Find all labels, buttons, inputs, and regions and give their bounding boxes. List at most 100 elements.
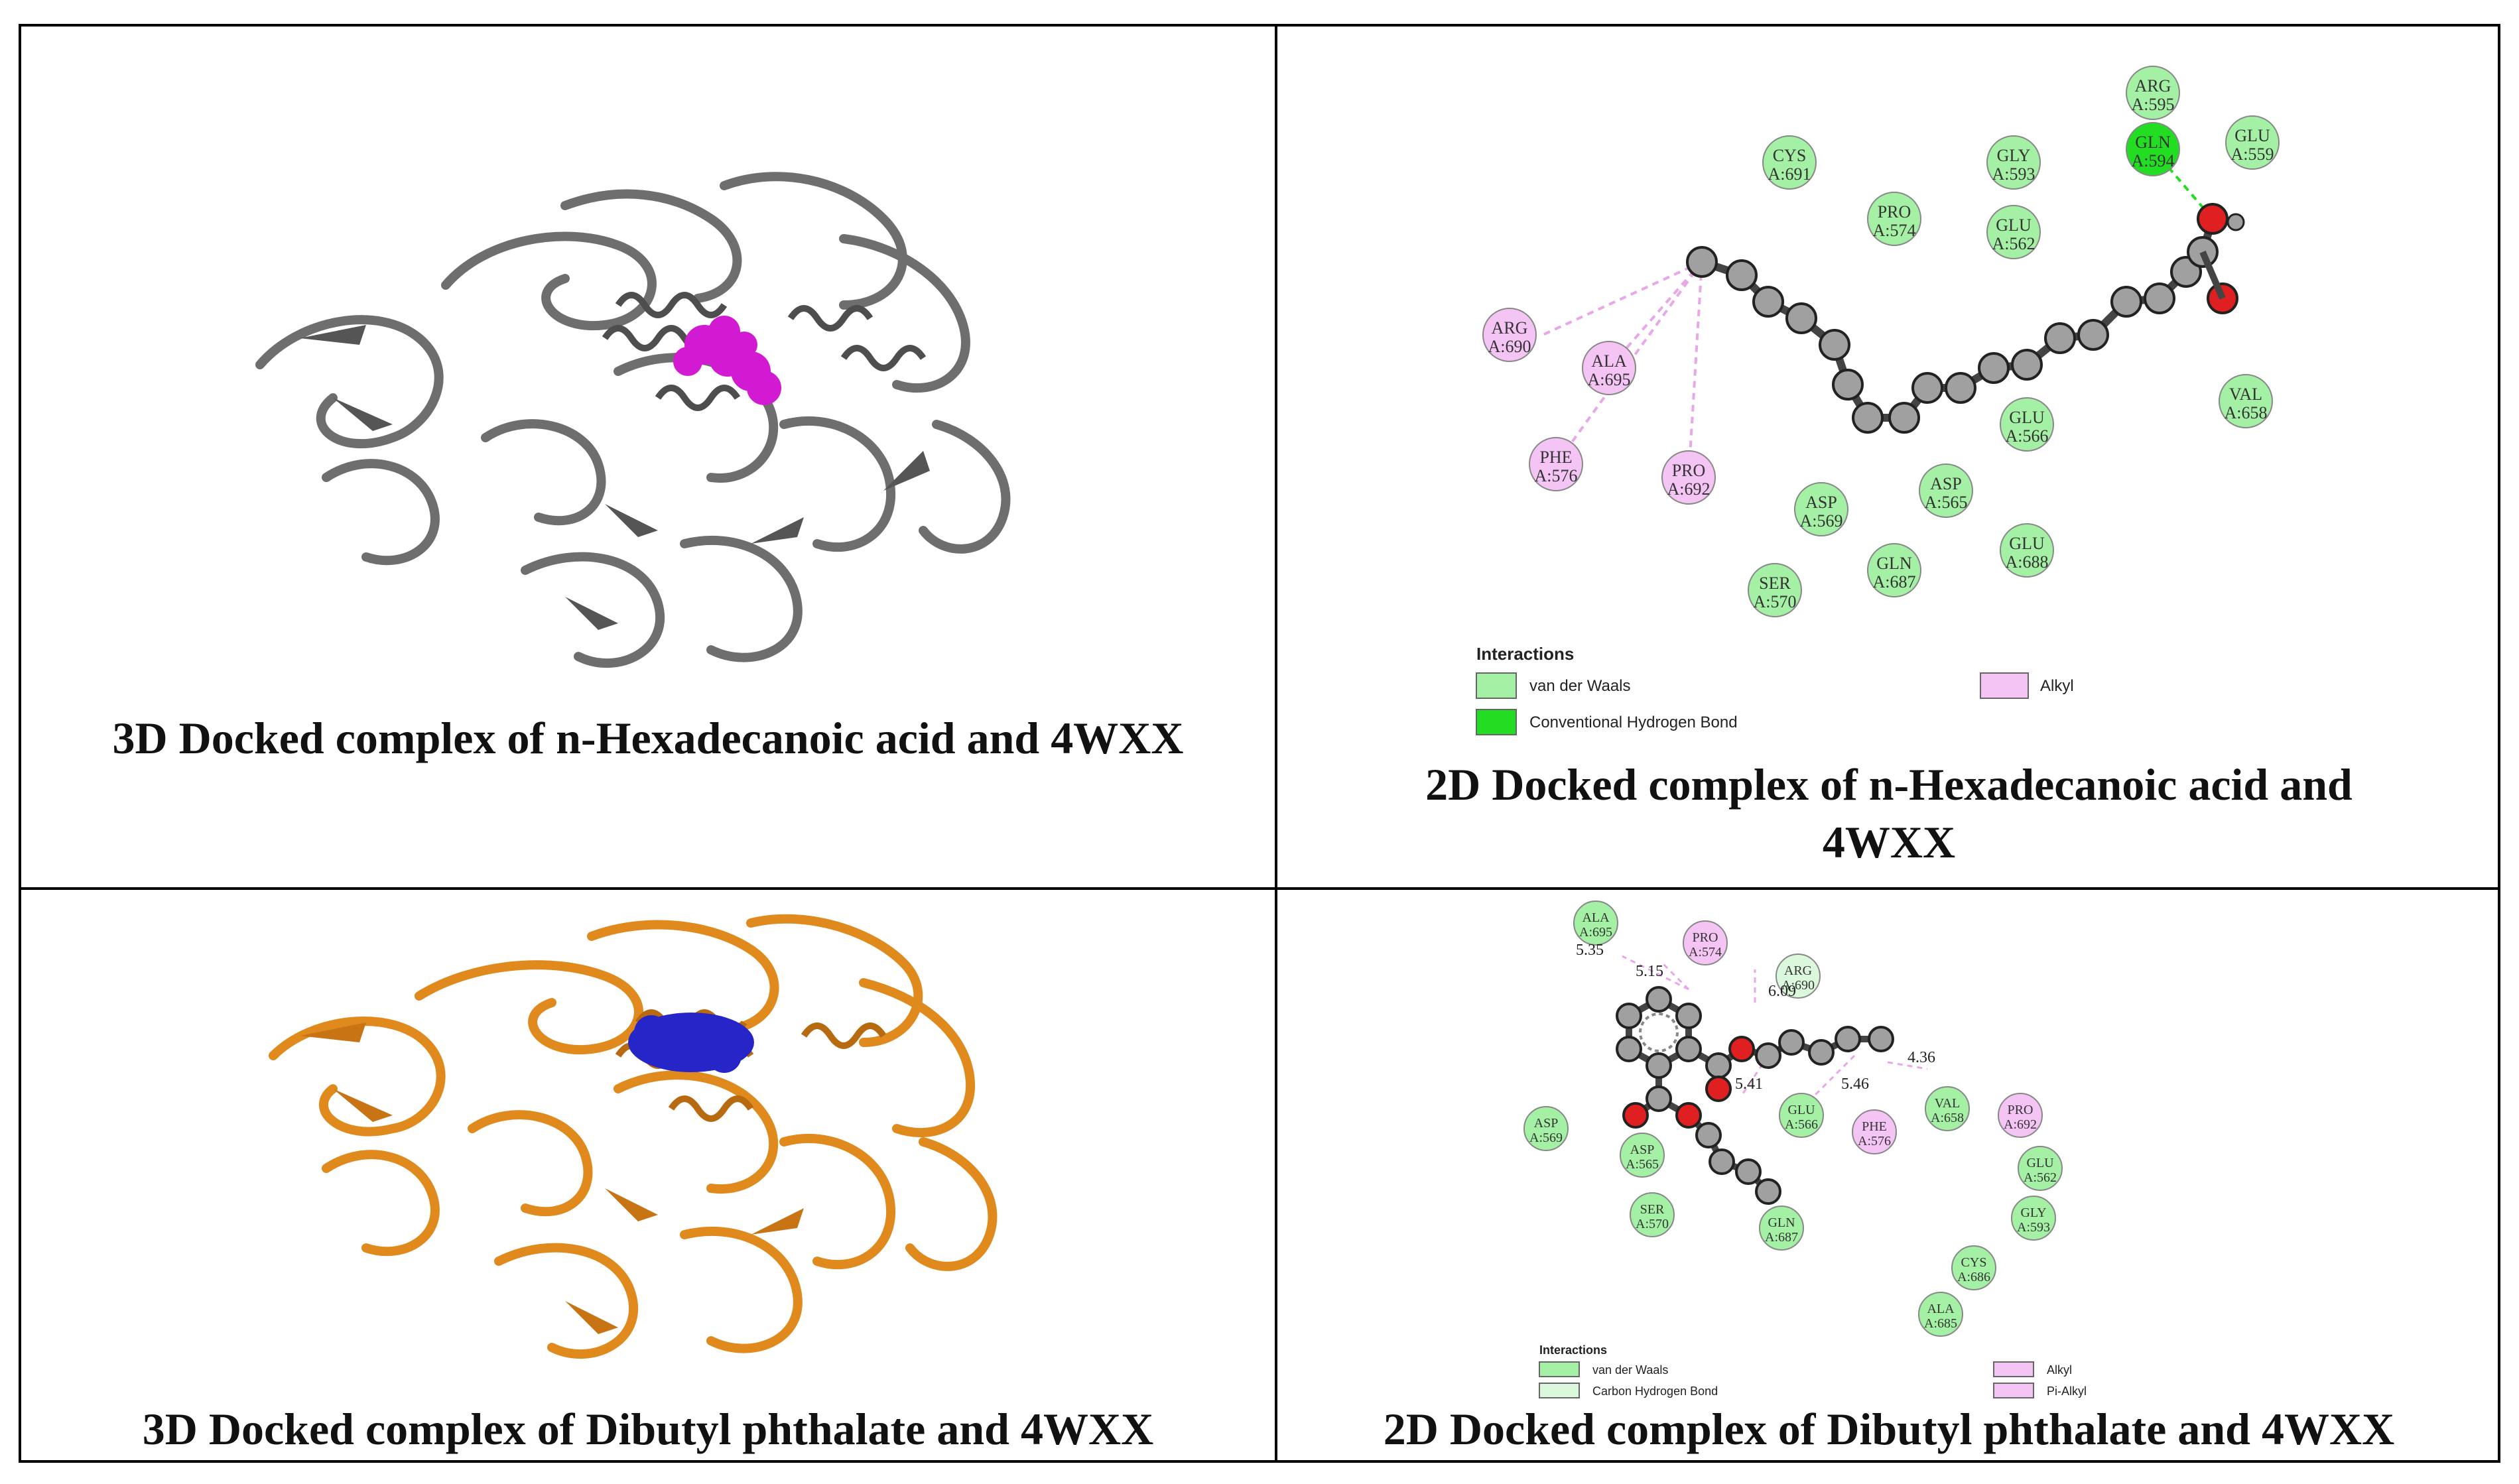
- residue-name: ARG: [1492, 318, 1528, 338]
- residue-name: GLY: [1997, 146, 2031, 165]
- distance-label: 6.09: [1768, 983, 1796, 1000]
- residue-id: A:559: [2231, 145, 2274, 164]
- interaction-diagram-hexadecanoic: ARGA:595GLUA:559GLNA:594GLYA:593CYSA:691…: [1476, 66, 2280, 735]
- residue-name: PRO: [1693, 930, 1718, 945]
- residue-name: ALA: [1591, 351, 1627, 371]
- legend-swatch-hbond: [1476, 709, 1517, 735]
- residue-bubble: [1620, 1133, 1665, 1178]
- panel-3d-hexadecanoic: 3D Docked complex of n-Hexadecanoic acid…: [21, 27, 1275, 887]
- legend-label-pialkyl: Pi-Alkyl: [2047, 1385, 2087, 1398]
- caption-2d-dibutyl: 2D Docked complex of Dibutyl phthalate a…: [1383, 1404, 2395, 1454]
- residue-id: A:692: [1667, 479, 1711, 499]
- residue-id: A:569: [1800, 511, 1843, 530]
- legend-swatch-vdw: [1539, 1361, 1580, 1377]
- caption-2d-hexadecanoic: 2D Docked complex of n-Hexadecanoic acid…: [1277, 756, 2500, 871]
- figure-grid: 3D Docked complex of n-Hexadecanoic acid…: [19, 24, 2500, 1463]
- residue-id: A:658: [1931, 1111, 1964, 1125]
- residue-name: GLN: [1768, 1215, 1795, 1230]
- residue-bubble: [2018, 1146, 2063, 1191]
- residue-id: A:594: [2132, 151, 2175, 170]
- distance-label: 5.41: [1735, 1076, 1763, 1093]
- residue-name: ASP: [1630, 1143, 1655, 1157]
- residue-id: A:686: [1957, 1270, 1990, 1284]
- residue-bubble: [1661, 450, 1716, 505]
- residue-bubble: [1573, 900, 1618, 946]
- residue-group: ARGA:595GLUA:559GLNA:594GLYA:593CYSA:691…: [1482, 66, 2280, 617]
- residue-bubble: [2126, 122, 2180, 176]
- residue-bubble: [2219, 374, 2273, 428]
- residue-name: SER: [1640, 1202, 1665, 1217]
- residue-name: CYS: [1961, 1255, 1987, 1270]
- residue-id: A:593: [1992, 164, 2035, 184]
- residue-name: ASP: [1805, 493, 1837, 512]
- legend-label-vdw: van der Waals: [1592, 1363, 1668, 1377]
- residue-name: GLU: [2009, 408, 2045, 427]
- residue-name: GLN: [2135, 133, 2171, 152]
- residue-bubble: [1482, 308, 1537, 362]
- residue-name: GLU: [1996, 216, 2032, 235]
- residue-id: A:691: [1768, 164, 1811, 184]
- residue-name: ASP: [1930, 474, 1962, 493]
- distance-label: 5.35: [1576, 942, 1604, 959]
- residue-name: ALA: [1927, 1302, 1955, 1316]
- residue-id: A:574: [1689, 945, 1722, 959]
- residue-id: A:576: [1535, 466, 1578, 485]
- residue-name: GLU: [2026, 1156, 2054, 1170]
- residue-id: A:574: [1873, 221, 1916, 240]
- row-divider: [21, 887, 2498, 890]
- residue-bubble: [1794, 482, 1848, 536]
- residue-name: GLY: [2020, 1206, 2046, 1220]
- residue-name: VAL: [1935, 1096, 1961, 1111]
- residue-bubble: [1867, 192, 1921, 246]
- residue-bubble: [1998, 1093, 2043, 1138]
- residue-id: A:688: [2006, 552, 2049, 572]
- residue-bubble: [1759, 1206, 1804, 1251]
- caption-3d-hexadecanoic: 3D Docked complex of n-Hexadecanoic acid…: [112, 713, 1184, 763]
- residue-bubble: [1986, 205, 2041, 259]
- residue-bubble: [2000, 523, 2054, 578]
- legend-swatch-alkyl: [1980, 672, 2029, 699]
- residue-bubble: [1852, 1109, 1897, 1154]
- residue-bubble: [2011, 1196, 2056, 1241]
- legend-label-hbond: Conventional Hydrogen Bond: [1529, 713, 1738, 731]
- ligand-hexadecanoic-3d: [673, 316, 781, 405]
- residue-name: VAL: [2229, 385, 2262, 404]
- residue-bubble: [2225, 115, 2280, 170]
- residue-bubble: [1925, 1086, 1970, 1131]
- legend-label-alkyl: Alkyl: [2040, 677, 2074, 695]
- residue-name: PRO: [1878, 202, 1911, 221]
- legend-hexadecanoic: Interactions van der Waals Conventional …: [1476, 644, 2074, 735]
- residue-name: SER: [1759, 574, 1791, 593]
- protein-3d-grey: [255, 172, 1011, 668]
- residue-name: GLU: [2234, 126, 2270, 145]
- residue-id: A:695: [1588, 370, 1631, 389]
- residue-name: ALA: [1582, 910, 1610, 925]
- legend-swatch-chbond: [1539, 1383, 1580, 1398]
- protein-3d-orange: [269, 914, 998, 1359]
- residue-id: A:695: [1579, 925, 1612, 940]
- residue-id: A:687: [1765, 1230, 1798, 1245]
- caption-line-1: 2D Docked complex of n-Hexadecanoic acid…: [1425, 759, 2353, 810]
- residue-name: GLU: [1787, 1103, 1815, 1117]
- residue-bubble: [1582, 341, 1636, 395]
- residue-bubble: [1918, 1292, 1963, 1337]
- residue-id: A:576: [1858, 1134, 1891, 1148]
- residue-id: A:595: [2132, 95, 2175, 114]
- residue-id: A:570: [1636, 1217, 1669, 1231]
- residue-bubble: [1986, 135, 2041, 190]
- residue-id: A:687: [1873, 572, 1916, 591]
- residue-id: A:566: [1785, 1117, 1818, 1132]
- distance-label: 5.46: [1841, 1076, 1869, 1093]
- legend-label-chbond: Carbon Hydrogen Bond: [1592, 1385, 1718, 1398]
- residue-bubble: [2126, 66, 2180, 120]
- ligand-chain: [1686, 203, 2245, 434]
- residue-bubble: [1683, 920, 1728, 965]
- residue-name: GLU: [2009, 534, 2045, 553]
- caption-line-2: 4WXX: [1822, 817, 1956, 868]
- residue-name: PHE: [1539, 448, 1572, 467]
- residue-bubble: [1748, 563, 1802, 617]
